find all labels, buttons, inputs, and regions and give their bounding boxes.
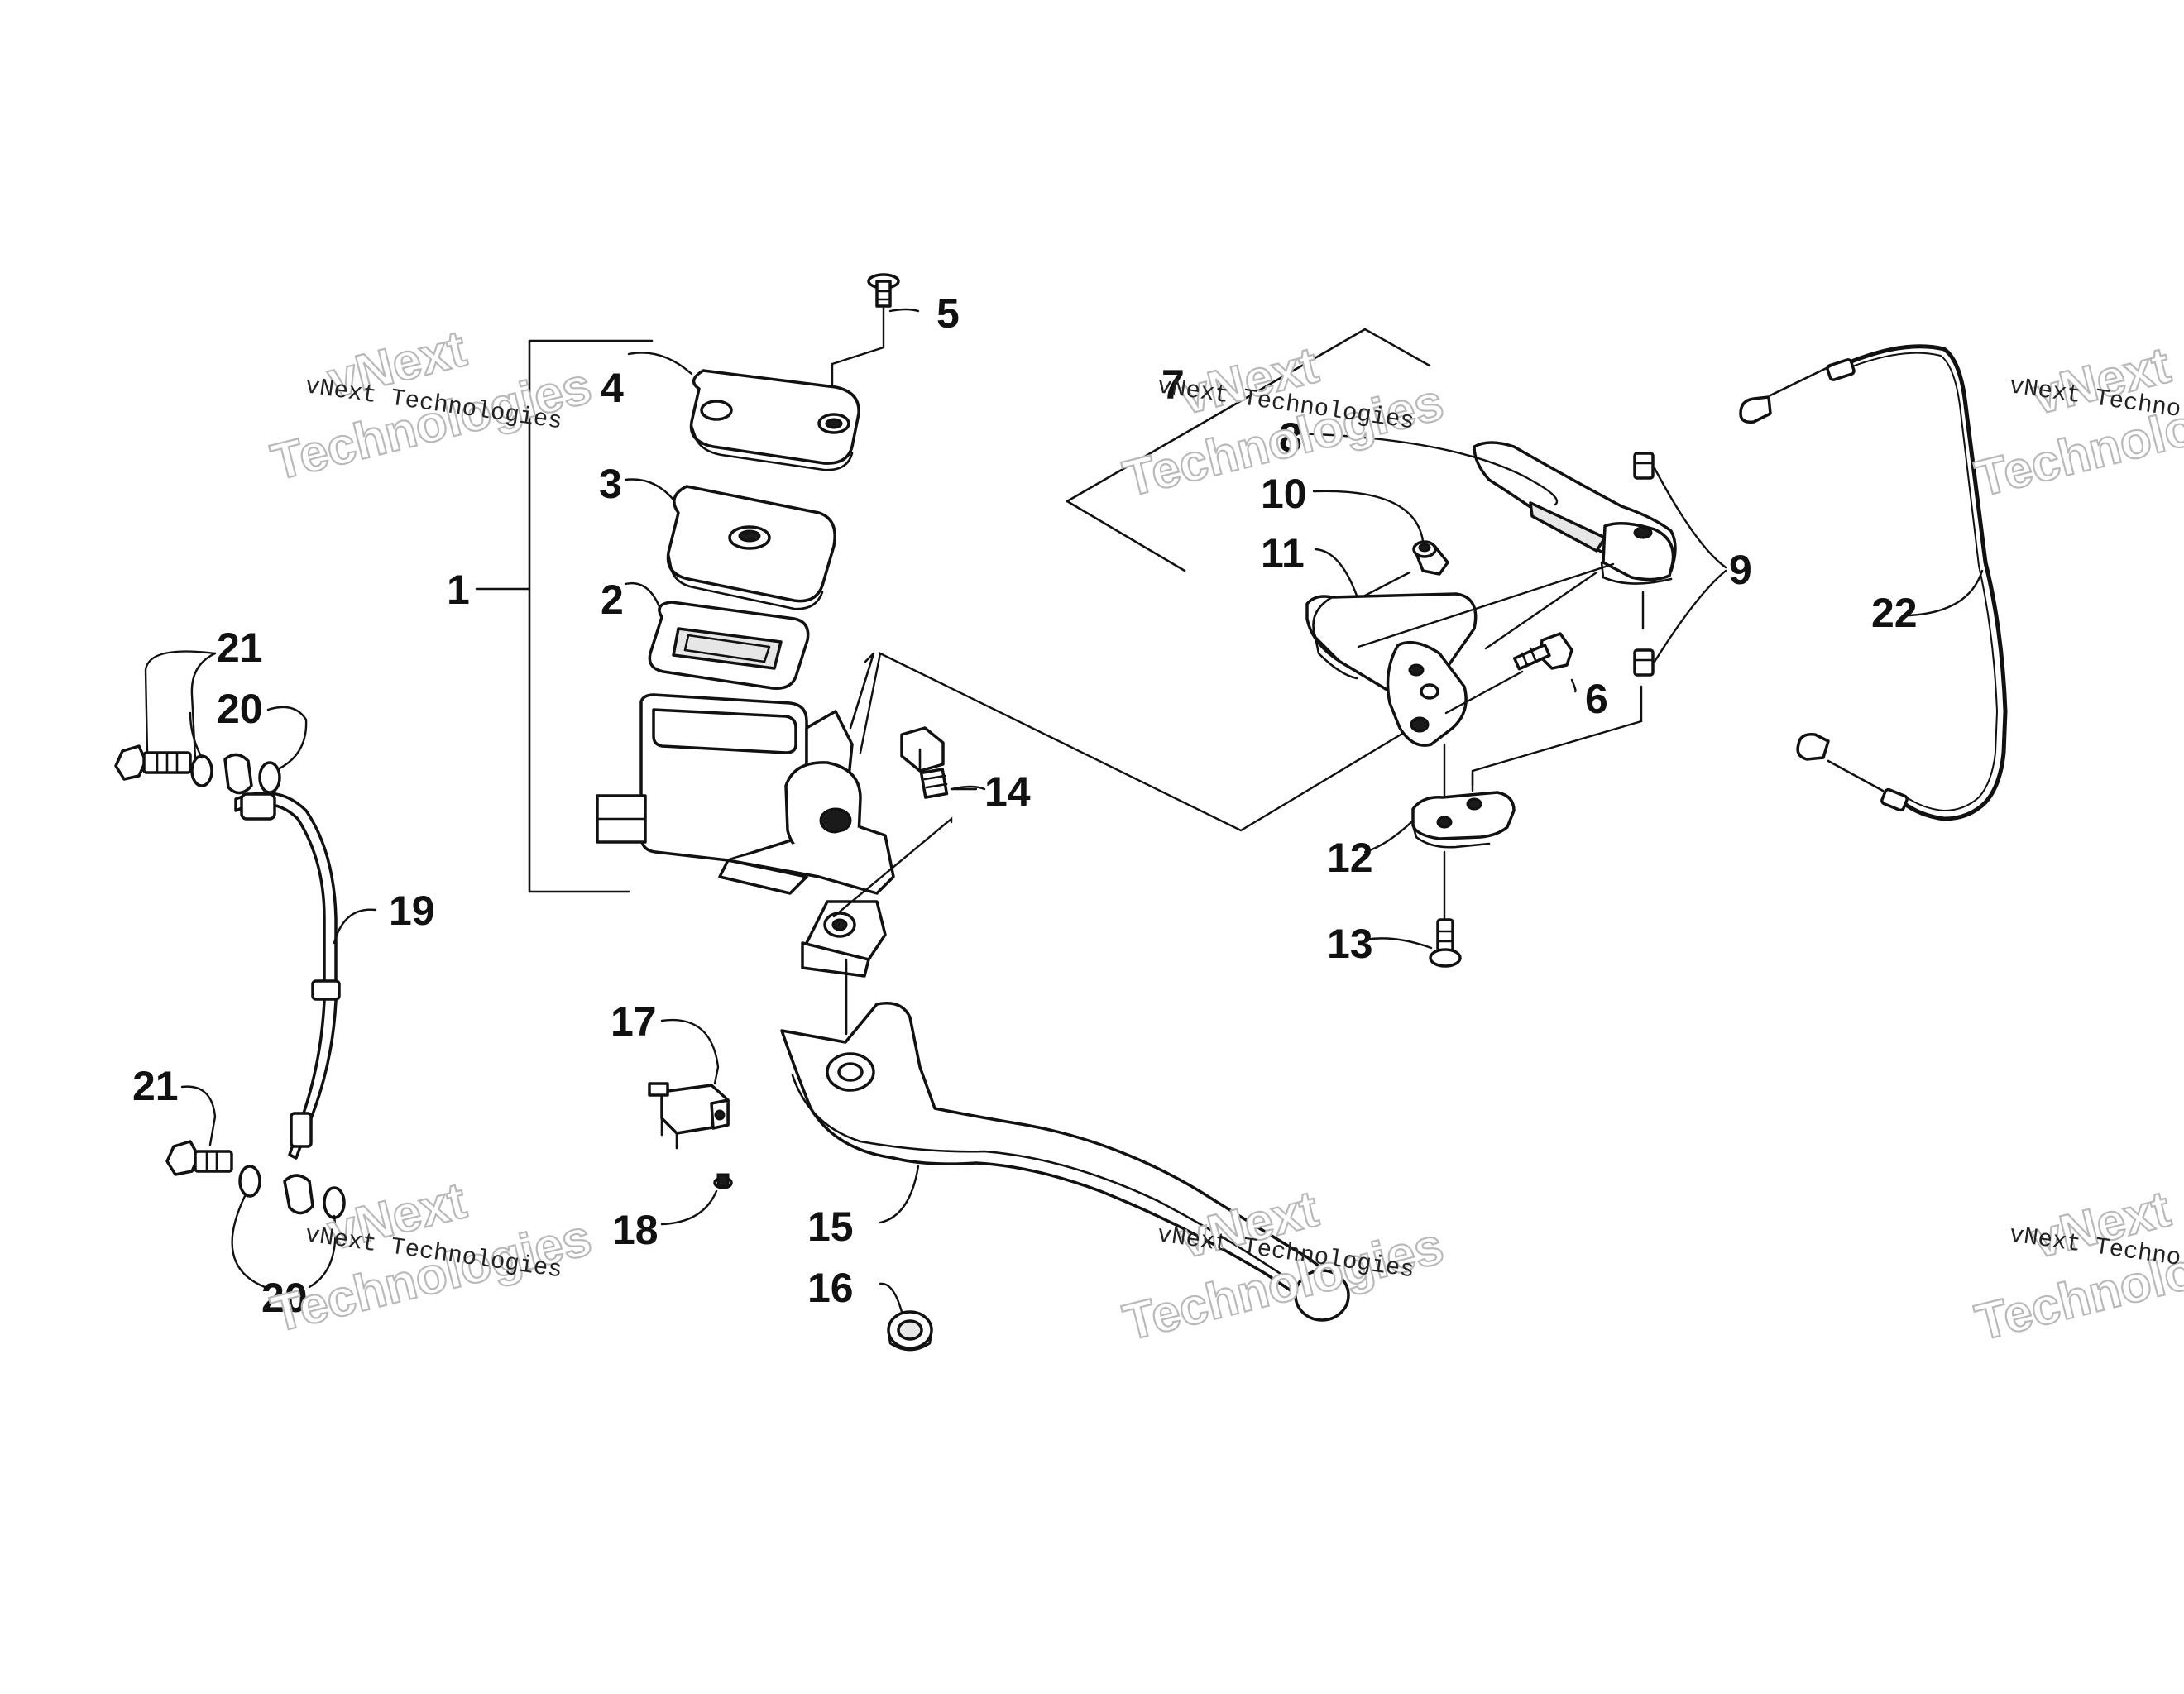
callout-16: 16 [807,1265,854,1311]
part-10-bushing [1363,540,1449,597]
callout-numbers: 1 2 3 4 5 6 7 8 9 10 11 12 13 14 15 16 1… [132,290,1918,1321]
part-12-plate [1411,743,1516,923]
part-6-bolt [1512,632,1573,671]
part-8-adjuster-lever [1473,441,1677,585]
callout-11: 11 [1261,530,1305,577]
part-16-bushing [887,1310,933,1352]
callout-21-top: 21 [217,624,263,671]
callout-3: 3 [599,461,622,507]
callout-20-top: 20 [217,686,263,732]
part-2-gasket [648,601,810,690]
part-15-brake-lever [780,961,1350,1322]
callout-22: 22 [1871,590,1918,636]
part-20-washers-bottom [238,1165,346,1219]
callout-4: 4 [601,365,624,411]
callout-8: 8 [1279,414,1302,461]
part-5-screw [831,273,900,399]
leader-lines-cylinder-to-bracket [832,652,1408,1036]
callout-14: 14 [984,768,1031,815]
part-18-switch-screw [713,1173,733,1189]
part-22-cable [1739,344,2008,821]
assembly-bracket-1 [475,339,654,893]
part-20-washers-top [190,753,281,795]
callout-1: 1 [447,567,470,613]
part-21-banjo-bolt-top [114,744,192,781]
part-3-diaphragm-plate [666,485,836,610]
part-17-brake-switch [648,1082,730,1150]
part-7-bracket-outline [1066,328,1431,572]
part-7-pivot-bracket [1357,562,1615,747]
callout-10: 10 [1261,471,1307,517]
part-4-reservoir-cap [689,369,860,471]
callout-12: 12 [1327,835,1373,881]
callout-19: 19 [389,888,435,934]
callout-13: 13 [1327,921,1373,967]
part-19-brake-hose [234,791,341,1160]
callout-6: 6 [1585,676,1608,722]
part-14-bleeder-bolt [900,726,978,799]
callout-7: 7 [1161,361,1185,408]
part-21-banjo-bolt-bottom [165,1140,233,1176]
callout-5: 5 [936,290,960,337]
callout-21-bottom: 21 [132,1063,179,1109]
part-13-screw [1429,918,1462,968]
callout-2: 2 [601,577,624,623]
callout-9: 9 [1729,547,1752,593]
callout-15: 15 [807,1204,854,1250]
callout-leaders [144,308,1984,1314]
callout-20-bottom: 20 [261,1275,308,1321]
callout-17: 17 [611,998,657,1045]
callout-18: 18 [612,1207,659,1253]
master-cylinder-body [596,652,895,978]
